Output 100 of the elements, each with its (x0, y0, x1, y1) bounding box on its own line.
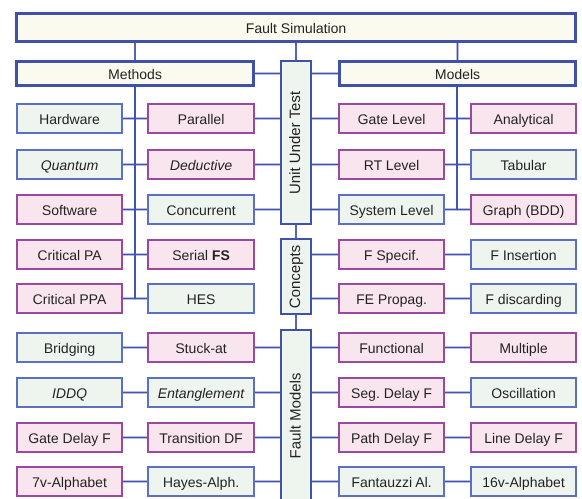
item-box (470, 149, 577, 180)
node-label: RT Level (364, 156, 420, 172)
node-label: Critical PA (37, 246, 102, 262)
connector-line (134, 87, 147, 300)
item-box (147, 239, 255, 270)
item-box (338, 466, 445, 497)
item-box (16, 194, 123, 225)
node-label: Entanglement (158, 384, 244, 400)
connector-line (123, 392, 147, 394)
item-box (16, 149, 123, 180)
item-box (338, 377, 445, 408)
node-label: Path Delay F (351, 430, 432, 446)
item-box (147, 377, 255, 408)
node-label: Oscillation (491, 384, 556, 400)
node-label: Serial FS (172, 246, 230, 262)
connector-line (312, 346, 338, 348)
item-box (470, 422, 577, 453)
item-box (16, 466, 123, 497)
item-box (470, 194, 577, 225)
connector-line (312, 298, 338, 300)
node-label: 16v-Alphabet (482, 474, 565, 490)
node-label: Gate Delay F (28, 430, 111, 446)
node-label: Gate Level (358, 110, 426, 126)
node-label: Tabular (500, 156, 546, 172)
connector-line (312, 208, 338, 210)
node-label: Methods (108, 66, 162, 82)
node-label: Parallel (178, 110, 224, 126)
item-box (147, 103, 255, 134)
node-label: Deductive (170, 156, 232, 172)
node-label: Concurrent (166, 202, 236, 218)
connector-line (134, 43, 136, 60)
node-label: System Level (349, 202, 434, 218)
connector-line (312, 118, 338, 120)
item-box (338, 103, 445, 134)
item-box (470, 239, 577, 270)
item-box (147, 149, 255, 180)
item-box (16, 332, 123, 363)
category-label: Fault Models (288, 372, 304, 458)
connector-line (255, 118, 280, 120)
vertical-category-box (280, 238, 312, 315)
connector-line (445, 392, 470, 394)
item-box (338, 332, 445, 363)
connector-line (312, 480, 338, 482)
item-box (147, 422, 255, 453)
node-label: Software (42, 202, 98, 218)
connector-line (295, 315, 297, 329)
connector-line (255, 480, 280, 482)
node-label: Models (434, 66, 480, 82)
connector-line (255, 436, 280, 438)
connector-line (255, 164, 280, 166)
item-box (16, 422, 123, 453)
item-box (147, 194, 255, 225)
node-label: Graph (BDD) (482, 202, 564, 218)
node-label: Fantauzzi Al. (351, 474, 432, 490)
item-box (147, 332, 255, 363)
node-label: Critical PPA (32, 290, 106, 306)
node-label: F Specif. (364, 246, 420, 262)
connector-line (312, 164, 338, 166)
item-box (16, 283, 123, 314)
connector-line (312, 254, 338, 256)
node-label: F discarding (485, 290, 562, 306)
connector-line (445, 346, 470, 348)
node-label: Multiple (499, 340, 548, 356)
connector-line (312, 392, 338, 394)
connector-line (445, 436, 470, 438)
item-box (147, 283, 255, 314)
node-label: Functional (359, 340, 424, 356)
node-label: F Insertion (490, 246, 557, 262)
connector-line (456, 87, 470, 210)
node-label: HES (186, 290, 216, 306)
category-label: Unit Under Test (288, 90, 304, 194)
node-label: Bridging (44, 340, 96, 356)
node-label: Transition DF (159, 430, 243, 446)
connector-line (312, 72, 338, 74)
node-label: Analytical (494, 110, 554, 126)
connector-line (445, 254, 470, 256)
connector-line (456, 43, 458, 60)
connector-line (295, 225, 297, 238)
category-box (15, 12, 577, 43)
item-box (470, 283, 577, 314)
item-box (338, 422, 445, 453)
node-label: Hayes-Alph. (162, 474, 240, 490)
category-label: Concepts (288, 244, 304, 308)
item-box (470, 332, 577, 363)
node-label: Quantum (40, 156, 98, 172)
category-box (338, 60, 577, 87)
connector-line (123, 436, 147, 438)
node-label: Line Delay F (484, 430, 563, 446)
category-box (15, 60, 255, 87)
node-label: Fault Simulation (246, 20, 346, 36)
connector-line (123, 346, 147, 348)
connector-line (255, 208, 280, 210)
item-box (147, 466, 255, 497)
vertical-category-box (280, 60, 312, 225)
item-box (338, 194, 445, 225)
connector-line (312, 436, 338, 438)
item-box (16, 239, 123, 270)
connector-line (445, 480, 470, 482)
item-box (16, 103, 123, 134)
vertical-category-box (280, 329, 312, 499)
